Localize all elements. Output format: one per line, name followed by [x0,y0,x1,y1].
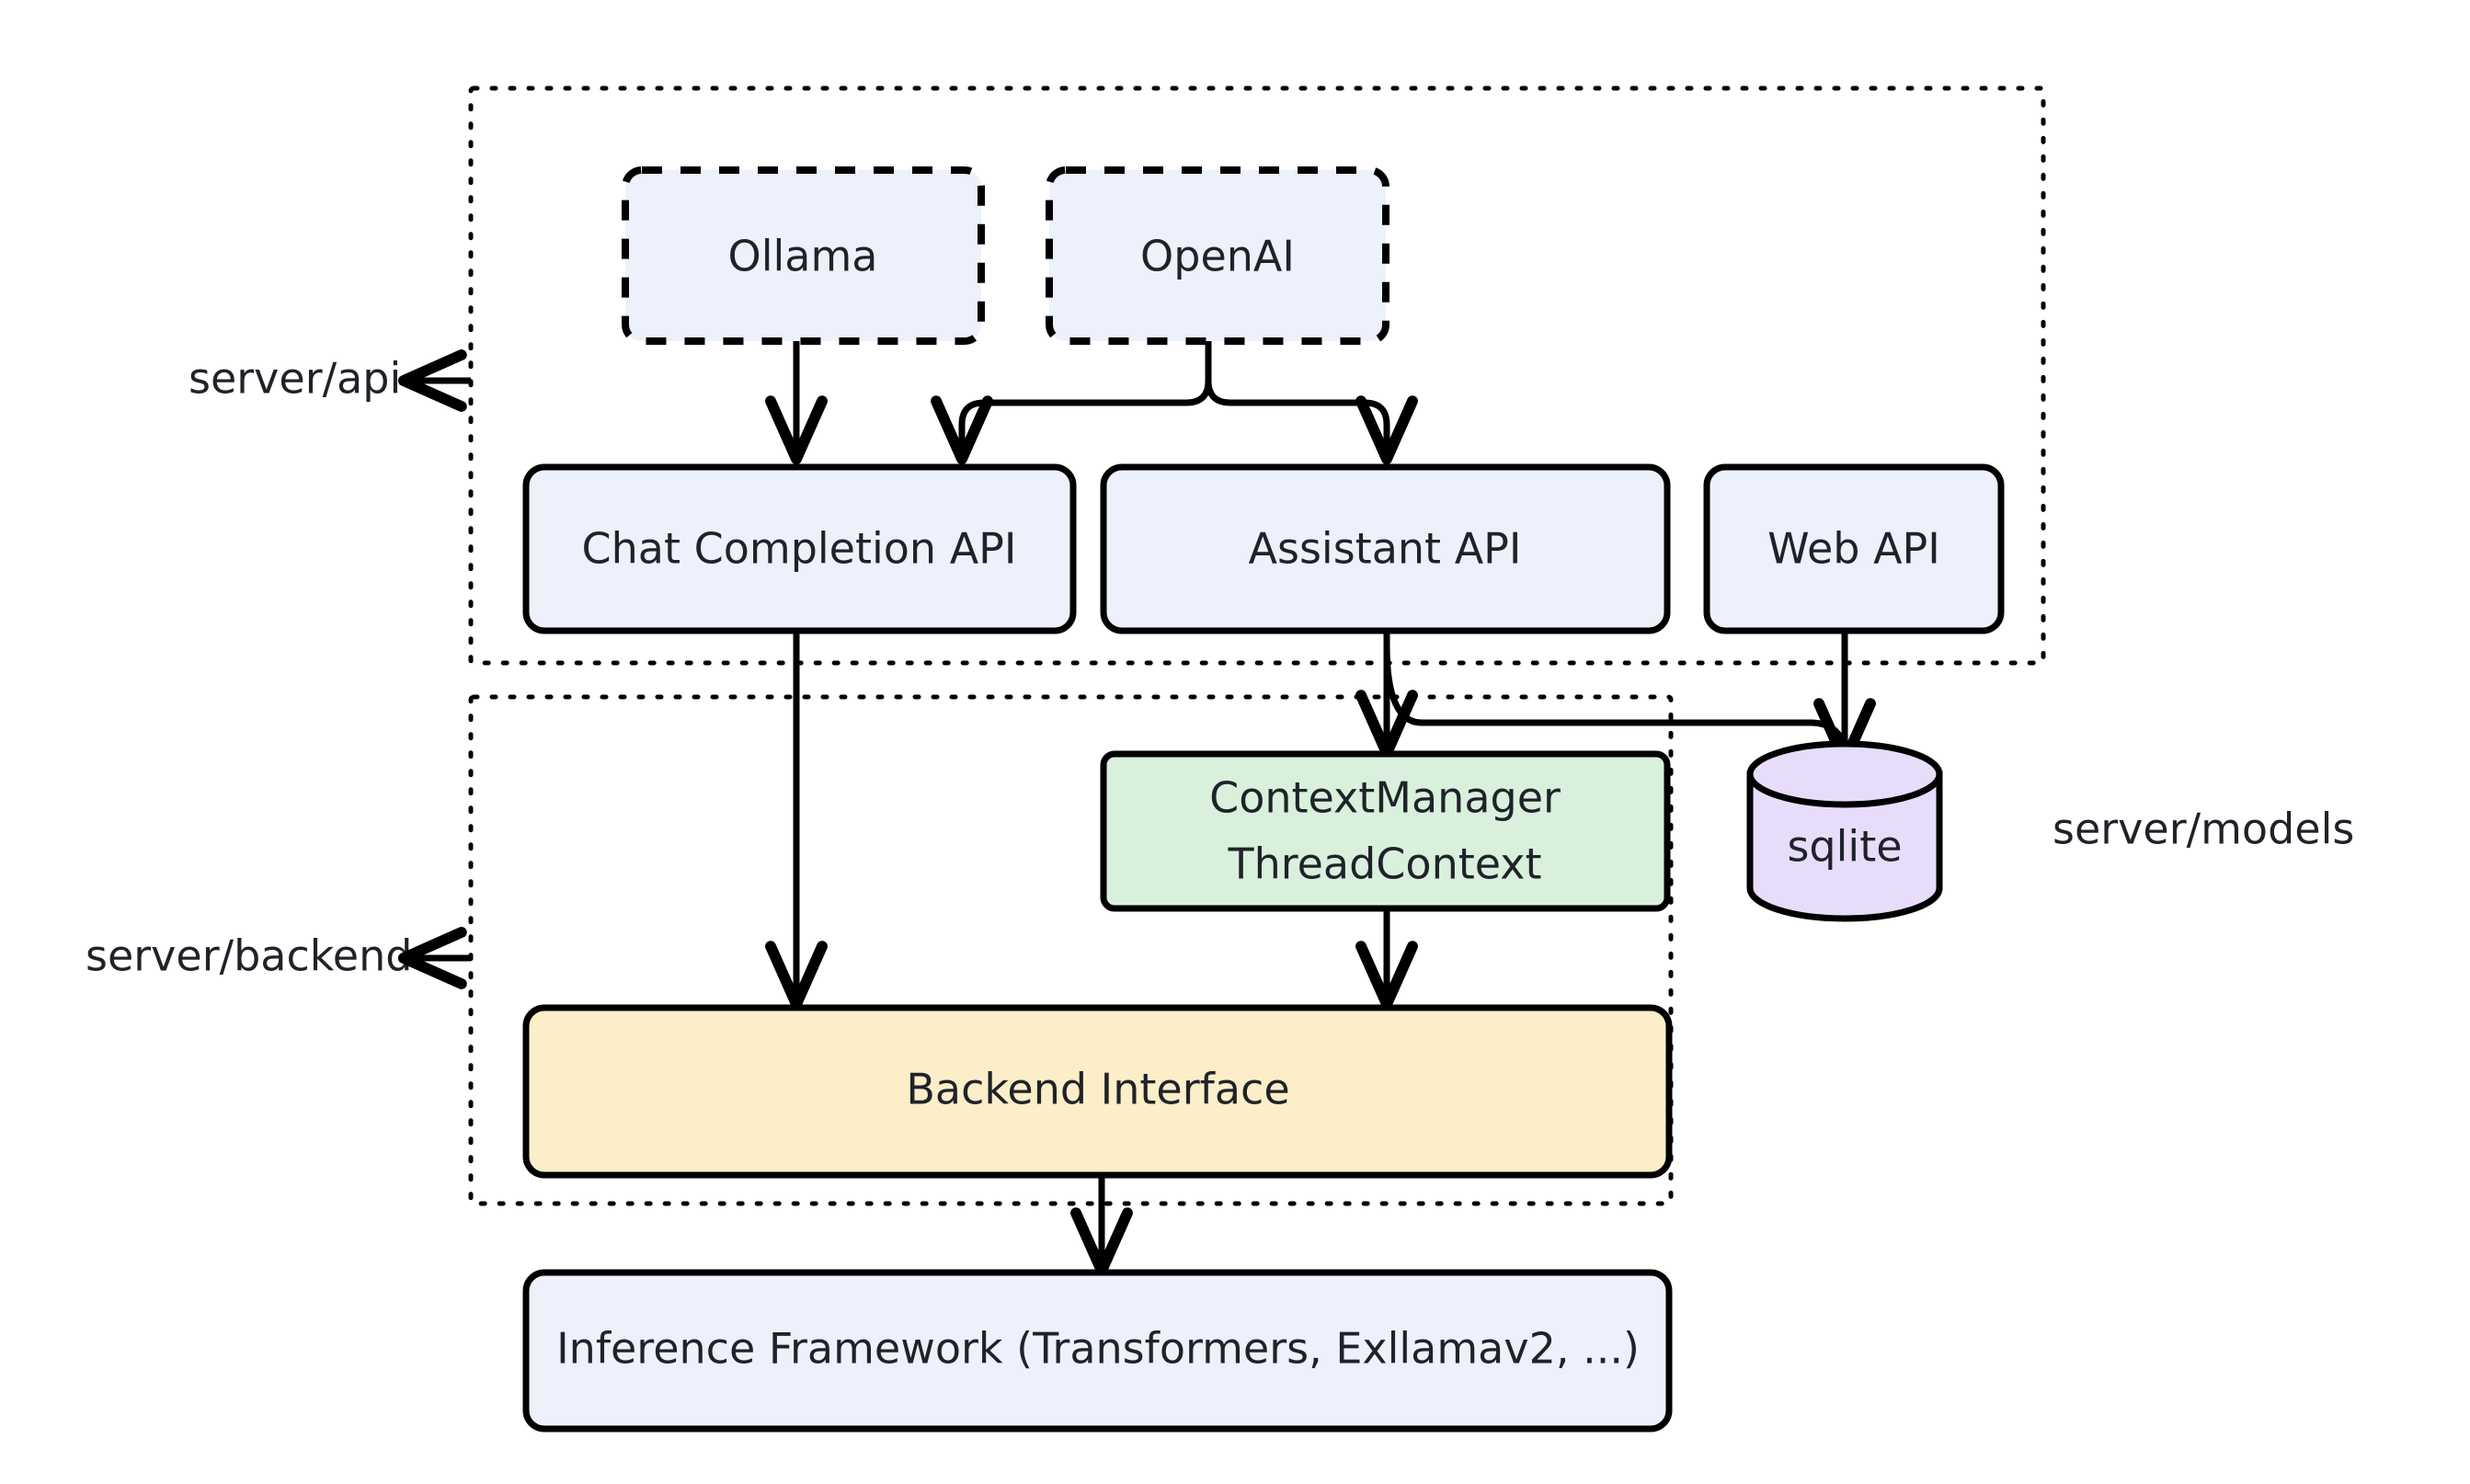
node-sqlite-body[interactable] [1746,771,1943,922]
node-context-manager-shape[interactable] [1100,750,1671,912]
node-backend-interface[interactable]: Backend Interface [522,1004,1673,1179]
node-ollama-label: Ollama [728,232,878,281]
edge-openai-to-chat-completion-api [931,341,1212,465]
group-server-backend-border [468,694,1674,1206]
node-ollama-shape[interactable] [622,166,985,345]
node-assistant-api-label: Assistant API [1249,524,1522,574]
edge-openai-to-assistant-api [1205,341,1418,465]
node-openai[interactable]: OpenAI [1046,166,1389,345]
node-sqlite-label: sqlite [1787,822,1902,872]
node-web-api-shape[interactable] [1703,463,2005,634]
group-label-server-api-text: server/api [189,354,401,404]
node-chat-completion-api-shape[interactable] [522,463,1077,634]
node-web-api[interactable]: Web API [1703,463,2005,634]
group-label-server-models-text: server/models [2053,805,2354,854]
group-label-server-models: server/models [2053,805,2354,854]
node-context-manager-label-line1: ContextManager [1209,773,1561,823]
node-assistant-api[interactable]: Assistant API [1100,463,1671,634]
node-ollama[interactable]: Ollama [622,166,985,345]
node-inference-framework-label: Inference Framework (Transformers, Exlla… [556,1324,1640,1374]
node-web-api-label: Web API [1767,524,1940,574]
node-context-manager-label-line2: ThreadContext [1227,839,1541,889]
node-openai-label: OpenAI [1140,232,1295,281]
group-label-server-backend-text: server/backend [86,931,412,981]
group-label-server-api: server/api [189,349,471,412]
node-inference-framework[interactable]: Inference Framework (Transformers, Exlla… [522,1269,1673,1433]
node-assistant-api-shape[interactable] [1100,463,1671,634]
node-openai-shape[interactable] [1046,166,1389,345]
group-server-api-border [468,86,2046,666]
node-chat-completion-api-label: Chat Completion API [582,524,1017,574]
node-sqlite[interactable]: sqlite [1746,740,1943,922]
node-inference-framework-shape[interactable] [522,1269,1673,1433]
node-backend-interface-label: Backend Interface [906,1065,1289,1114]
node-chat-completion-api[interactable]: Chat Completion API [522,463,1077,634]
node-sqlite-top[interactable] [1746,740,1943,808]
node-backend-interface-shape[interactable] [522,1004,1673,1179]
group-label-server-backend: server/backend [86,927,471,989]
node-context-manager[interactable]: ContextManager ThreadContext [1100,750,1671,912]
